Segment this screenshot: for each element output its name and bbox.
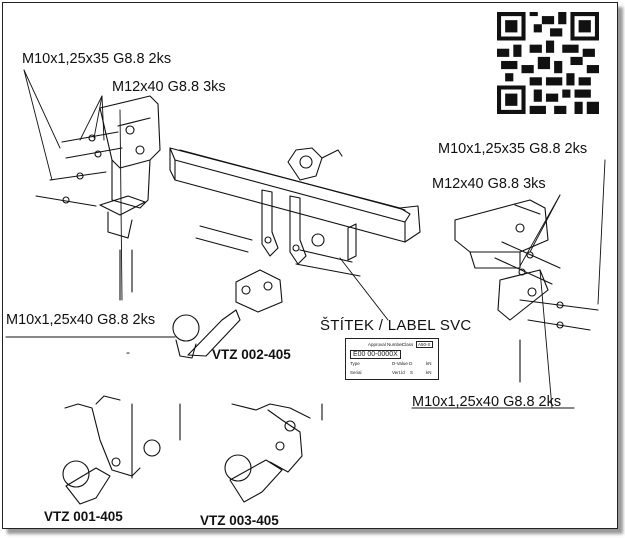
towball-variant-middle <box>224 403 323 503</box>
plate-kn-1: kN <box>426 361 432 366</box>
socket-bracket <box>287 147 343 181</box>
bolt-spec-top-left-b: M12x40 G8.8 3ks <box>112 79 226 95</box>
bolts-top-left <box>35 131 123 207</box>
plate-approval-number: Approval Number <box>368 342 404 347</box>
label-plate-mark <box>347 223 357 261</box>
bolts-right <box>494 241 599 331</box>
plate-code: E00 00-0000X <box>350 350 401 359</box>
model-main: VTZ 002-405 <box>212 347 291 362</box>
qr-code <box>497 12 599 114</box>
left-bracket <box>99 95 161 239</box>
plate-kn-2: kN <box>426 370 432 375</box>
center-hangers <box>261 189 325 265</box>
plate-serial: Serial <box>350 370 362 375</box>
bolt-spec-right-b: M12x40 G8.8 3ks <box>432 176 546 192</box>
bolt-spec-right-a: M10x1,25x35 G8.8 2ks <box>438 141 588 157</box>
plate-d-value: D-Value D <box>392 361 413 366</box>
label-plate-caption: ŠTÍTEK / LABEL SVC <box>320 317 472 334</box>
bolt-spec-left-bottom: M10x1,25x40 G8.8 2ks <box>6 312 156 328</box>
approval-plate: Approval Number Class A50-X E00 00-0000X… <box>345 338 439 380</box>
towball-main <box>172 269 283 359</box>
plate-class-label: Class <box>402 342 414 347</box>
plate-s: S <box>410 370 414 375</box>
model-left: VTZ 001-405 <box>44 509 123 524</box>
bolt-spec-right-bottom: M10x1,25x40 G8.8 2ks <box>412 394 562 410</box>
plate-class-value: A50-X <box>416 341 433 348</box>
bolts-center <box>119 225 521 383</box>
leader-lines <box>23 69 606 409</box>
model-middle: VTZ 003-405 <box>200 513 279 528</box>
towball-variant-left <box>62 395 181 505</box>
dash-mark: - <box>126 345 130 359</box>
plate-type: Type <box>350 361 360 366</box>
right-bracket <box>454 199 549 321</box>
bolt-spec-top-left-a: M10x1,25x35 G8.8 2ks <box>22 51 172 67</box>
plate-vert-ld: Vert.ld <box>392 370 405 375</box>
